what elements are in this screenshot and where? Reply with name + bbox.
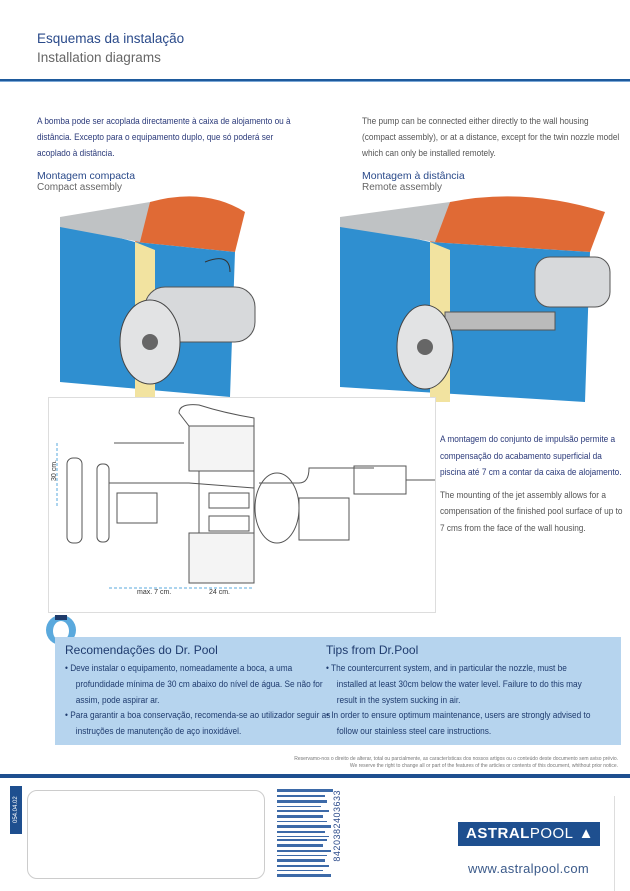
website-link[interactable]: www.astralpool.com bbox=[468, 861, 589, 876]
disclaimer-en: We reserve the right to change all or pa… bbox=[349, 763, 618, 769]
max-dimension-label: max. 7 cm. bbox=[137, 589, 172, 596]
disclaimer-pt: Reservamo-nos o direito de alterar, tota… bbox=[294, 756, 618, 762]
dealer-stamp-box bbox=[27, 790, 265, 879]
tip-en-item: The countercurrent system, and in partic… bbox=[326, 661, 592, 708]
barcode bbox=[277, 789, 333, 877]
logo-bold: ASTRAL bbox=[466, 825, 530, 842]
intro-pt: A bomba pode ser acoplada directamente à… bbox=[37, 115, 291, 158]
compact-assembly-illustration bbox=[60, 196, 256, 397]
installation-cross-section-diagram: 30 cm. max. 7 cm. 24 cm. bbox=[48, 397, 436, 613]
compact-heading: Montagem compacta Compact assembly bbox=[37, 170, 135, 193]
note-pt: A montagem do conjunto de impulsão permi… bbox=[440, 434, 622, 477]
remote-heading: Montagem à distância Remote assembly bbox=[362, 170, 465, 193]
note-en: The mounting of the jet assembly allows … bbox=[440, 489, 623, 533]
tip-en-item: In order to ensure optimum maintenance, … bbox=[326, 708, 592, 740]
logo-mark-icon: ▲ bbox=[578, 825, 594, 842]
tip-pt-item: Para garantir a boa conservação, recomen… bbox=[65, 708, 331, 740]
page-title: Esquemas da instalação bbox=[37, 31, 185, 46]
remote-label-en: Remote assembly bbox=[362, 182, 443, 193]
astralpool-logo: ASTRALPOOL▲ bbox=[458, 822, 600, 846]
footer-edge-line bbox=[614, 796, 615, 891]
remote-label-pt: Montagem à distância bbox=[362, 170, 465, 182]
disclaimer: Reservamo-nos o direito de alterar, tota… bbox=[294, 756, 618, 770]
page-subtitle: Installation diagrams bbox=[37, 50, 161, 65]
tips-en-title: Tips from Dr.Pool bbox=[326, 643, 419, 657]
header-divider bbox=[0, 79, 630, 82]
remote-assembly-illustration bbox=[340, 196, 611, 402]
compact-label-pt: Montagem compacta bbox=[37, 170, 136, 182]
housing-dimension-label: 24 cm. bbox=[209, 589, 231, 596]
tip-pt-item: Deve instalar o equipamento, nomeadament… bbox=[65, 661, 331, 708]
dr-pool-tips-panel: Recomendações do Dr. Pool Deve instalar … bbox=[55, 637, 621, 745]
logo-light: POOL bbox=[529, 825, 574, 842]
cross-section-drawing bbox=[56, 404, 435, 589]
footer-divider bbox=[0, 774, 630, 778]
jet-compensation-note: A montagem do conjunto de impulsão permi… bbox=[440, 431, 623, 542]
compact-label-en: Compact assembly bbox=[37, 182, 123, 193]
tips-en: Tips from Dr.Pool The countercurrent sys… bbox=[326, 643, 596, 740]
depth-dimension-label: 30 cm. bbox=[51, 460, 58, 482]
intro-en: The pump can be connected either directl… bbox=[362, 115, 620, 158]
barcode-number: 8420382403633 bbox=[332, 790, 342, 862]
document-code: 054.04.02 bbox=[10, 786, 22, 834]
tips-pt-title: Recomendações do Dr. Pool bbox=[65, 643, 218, 657]
tips-pt: Recomendações do Dr. Pool Deve instalar … bbox=[65, 643, 335, 740]
